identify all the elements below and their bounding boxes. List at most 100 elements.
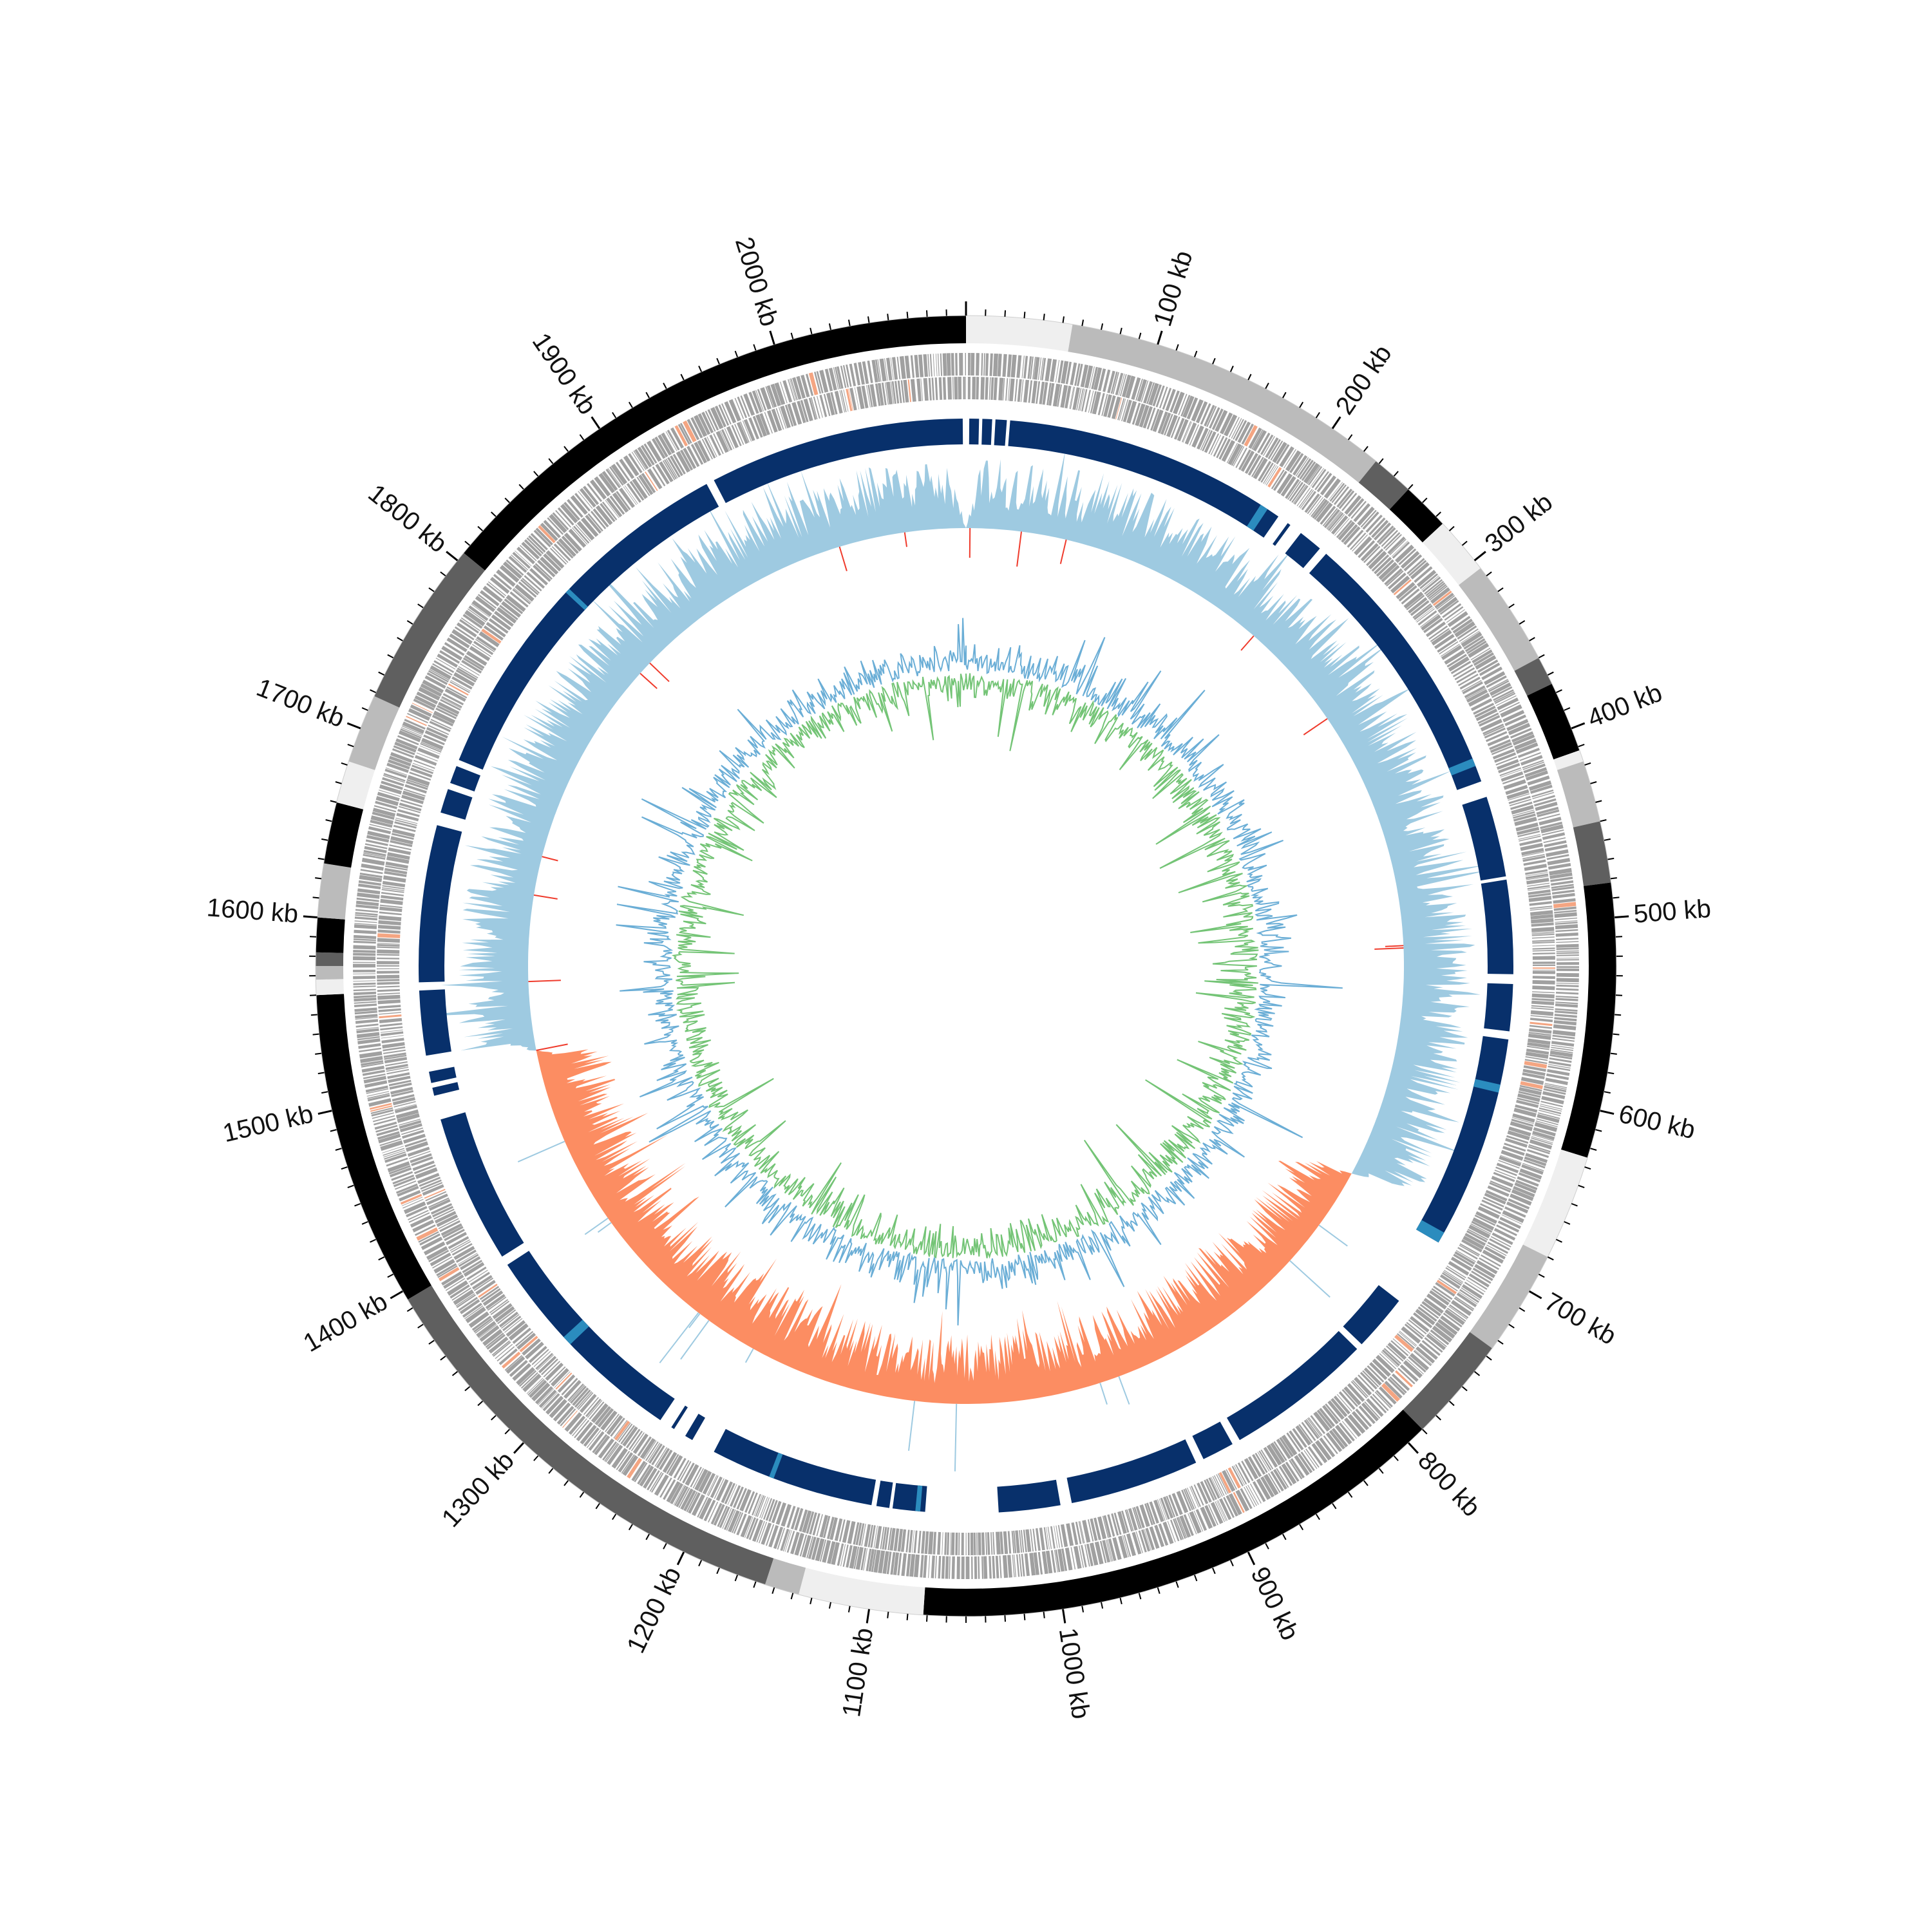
minor-tick [716,357,720,365]
gene-feature [1314,471,1329,491]
gene-feature [1537,1113,1560,1123]
alignment-block [459,484,719,770]
minor-tick [1265,1543,1269,1549]
minor-tick [406,1307,413,1312]
gene-feature [1530,907,1553,911]
gene-feature [873,1549,881,1573]
gene-feature [1521,1164,1544,1175]
gene-feature [1477,659,1499,673]
alignment-block [429,1066,457,1083]
gene-feature [572,1387,589,1406]
gene-feature [1455,1250,1476,1262]
minor-tick [406,620,413,625]
gene-feature [706,436,717,457]
gene-feature [1555,998,1578,1001]
gene-feature [1106,1539,1113,1562]
gene-feature [1519,752,1541,761]
gene-feature [1311,469,1327,489]
gene-feature [654,1474,669,1496]
gene-feature [1464,638,1486,652]
gene-feature [402,1198,424,1209]
gene-feature [1416,569,1437,587]
gene-feature [1408,1356,1426,1373]
gene-feature [967,376,971,399]
gene-feature [416,691,439,705]
gene-feature [482,1290,504,1306]
gene-feature [626,483,641,503]
gene-feature [358,880,381,886]
gene-feature [479,1325,500,1342]
gene-feature [379,1014,402,1019]
gene-feature [1498,762,1520,773]
gene-feature [1135,1506,1145,1528]
gene-feature [1354,536,1372,556]
gene-feature [1523,1065,1546,1072]
gene-feature [519,1336,538,1352]
gene-feature [1549,867,1572,876]
gene-feature [1446,654,1467,668]
gene-feature [453,1289,475,1305]
gene-feature [983,1556,988,1579]
gene-feature [1525,872,1548,876]
gene-feature [535,1352,553,1370]
gene-feature [763,1498,773,1520]
gene-feature [733,1486,744,1508]
gene-feature [823,393,831,417]
gene-feature [1252,1454,1266,1475]
gene-feature [1449,1304,1469,1319]
gene-feature [1012,1555,1015,1578]
gene-feature [1050,1550,1056,1573]
gene-feature [1338,521,1356,541]
gene-feature [1078,1521,1084,1544]
gene-feature [361,1065,384,1073]
gene-feature [1501,1214,1522,1225]
gene-feature [404,784,427,794]
gene-feature [1263,436,1275,456]
gene-feature [409,1151,431,1159]
gene-feature [1448,1261,1470,1276]
gene-feature [687,446,700,468]
gene-feature [1142,406,1153,429]
gene-feature [399,1189,421,1202]
minor-tick [464,1386,471,1392]
minor-tick [612,412,617,419]
gene-feature [1417,1306,1437,1322]
gene-feature [1432,591,1452,606]
gene-feature [354,1001,377,1004]
gene-feature [954,377,958,400]
major-tick [591,416,601,430]
gene-feature [543,1361,560,1378]
gene-feature [585,515,602,534]
gene-feature [545,1396,564,1415]
gene-feature [366,1088,389,1094]
gene-feature [1118,1535,1128,1558]
gene-feature [369,1103,392,1110]
gene-feature [860,1548,867,1571]
gene-feature [508,556,527,573]
gene-feature [383,1046,406,1052]
gene-feature [731,424,742,446]
gene-feature [734,397,744,419]
gene-feature [1007,378,1010,401]
gene-feature [1119,399,1126,421]
gene-feature [858,362,865,385]
gene-feature [662,1452,677,1473]
gene-feature [792,377,802,400]
gene-feature [1137,379,1147,402]
gene-feature [417,747,440,759]
gene-feature [424,730,447,742]
gene-feature [1530,1021,1553,1027]
gene-feature [1193,1484,1204,1506]
gc-skew-spike [1374,947,1404,950]
gene-feature [1097,393,1105,415]
gene-feature [1530,910,1553,916]
gene-feature [1484,1246,1506,1260]
gene-feature [412,703,433,714]
gene-feature [891,381,896,404]
gene-feature [1461,1239,1482,1253]
gene-feature [1258,460,1272,482]
minor-tick [417,603,424,609]
gene-feature [1298,489,1313,508]
gene-feature [480,590,500,607]
gene-feature [366,835,390,843]
